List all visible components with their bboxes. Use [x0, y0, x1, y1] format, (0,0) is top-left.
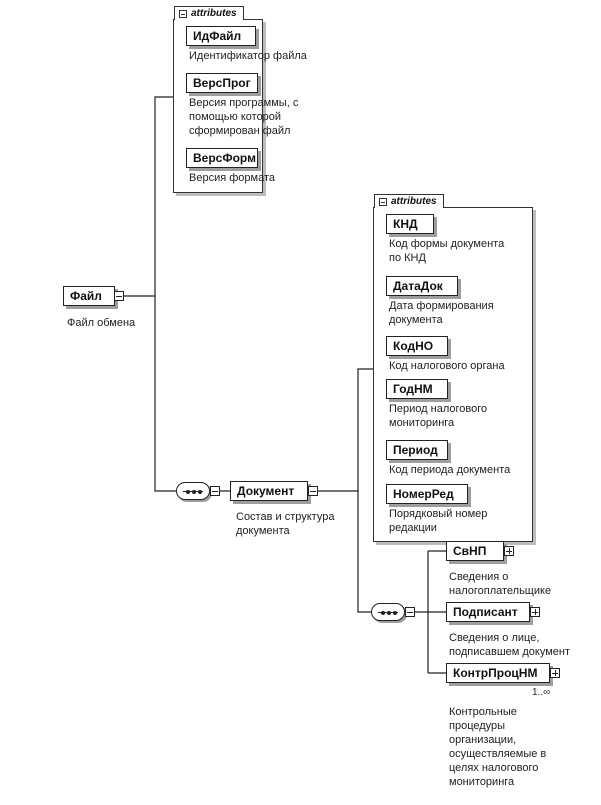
- document-collapse-icon[interactable]: [308, 486, 318, 496]
- collapse-icon[interactable]: [379, 197, 387, 206]
- attribute-3[interactable]: КодНО: [386, 336, 448, 356]
- child-element-1[interactable]: СвНП: [446, 541, 504, 561]
- root-element-file[interactable]: Файл: [63, 286, 115, 306]
- expand-icon[interactable]: [504, 546, 514, 556]
- document-element-label: Документ: [237, 484, 295, 498]
- child-element-3[interactable]: КонтрПроцНМ: [446, 663, 550, 683]
- sequence-compositor-icon: [176, 482, 210, 500]
- attribute-4[interactable]: ГодНМ: [386, 379, 448, 399]
- child-element-2[interactable]: Подписант: [446, 602, 530, 622]
- attribute-description: Код налогового органа: [389, 360, 505, 372]
- attribute-description: Код периода документа: [389, 464, 511, 476]
- attribute-2[interactable]: ДатаДок: [386, 276, 458, 296]
- root-description: Файл обмена: [67, 317, 136, 329]
- attributes-header[interactable]: attributes: [374, 194, 444, 208]
- sequence-collapse-icon[interactable]: [210, 486, 220, 496]
- root-element-label: Файл: [70, 289, 102, 303]
- collapse-toggle-icon[interactable]: [114, 291, 124, 301]
- sequence-compositor-icon: [371, 603, 405, 621]
- child-description: Сведения о лице,подписавшем документ: [449, 632, 571, 658]
- attributes-label: attributes: [391, 196, 437, 207]
- cardinality-label: 1..∞: [532, 687, 551, 698]
- document-element[interactable]: Документ: [230, 481, 308, 501]
- attribute-6[interactable]: НомерРед: [386, 484, 468, 504]
- attribute-1[interactable]: ИдФайл: [186, 26, 256, 46]
- collapse-icon[interactable]: [179, 9, 187, 18]
- expand-icon[interactable]: [530, 607, 540, 617]
- expand-icon[interactable]: [550, 668, 560, 678]
- attribute-description: Версия формата: [189, 172, 275, 184]
- sequence-collapse-icon[interactable]: [405, 607, 415, 617]
- document-description: Состав и структура документа: [236, 511, 335, 537]
- attribute-description: Идентификатор файла: [189, 50, 307, 62]
- attribute-5[interactable]: Период: [386, 440, 448, 460]
- attribute-2[interactable]: ВерсПрог: [186, 73, 258, 93]
- attributes-header[interactable]: attributes: [174, 6, 244, 20]
- attributes-label: attributes: [191, 8, 237, 19]
- attribute-3[interactable]: ВерсФорм: [186, 148, 258, 168]
- attribute-1[interactable]: КНД: [386, 214, 434, 234]
